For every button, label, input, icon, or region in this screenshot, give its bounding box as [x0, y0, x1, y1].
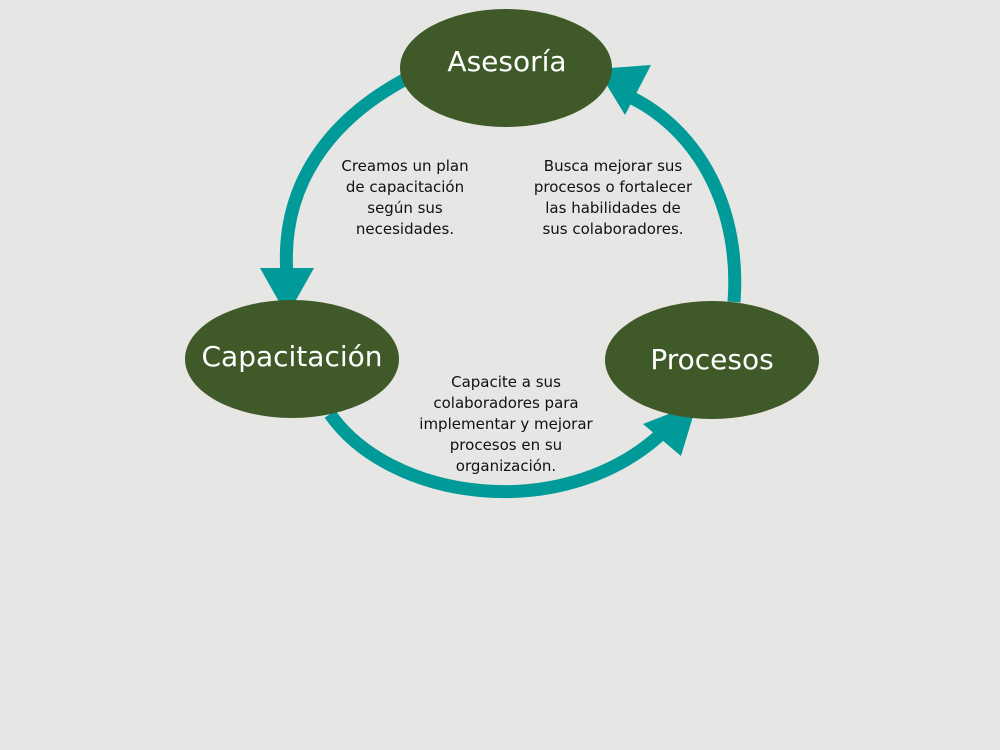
description-asesoria-to-capacitacion: Creamos un plan de capacitación según su… [341, 157, 469, 238]
description-capacitacion-to-procesos: Capacite a sus colaboradores para implem… [419, 373, 593, 475]
node-capacitacion [185, 300, 399, 418]
arrow-capacitacion-to-procesos [324, 410, 665, 499]
node-label-capacitacion: Capacitación [201, 340, 383, 373]
arrow-head-capacitacion [260, 268, 314, 316]
arrow-asesoria-to-capacitacion [279, 74, 408, 276]
arrow-procesos-to-asesoria [625, 90, 742, 303]
node-label-asesoria: Asesoría [447, 45, 567, 78]
node-asesoria [400, 9, 612, 127]
node-procesos [605, 301, 819, 419]
description-procesos-to-asesoria: Busca mejorar sus procesos o fortalecer … [533, 157, 693, 238]
node-label-procesos: Procesos [650, 343, 774, 376]
